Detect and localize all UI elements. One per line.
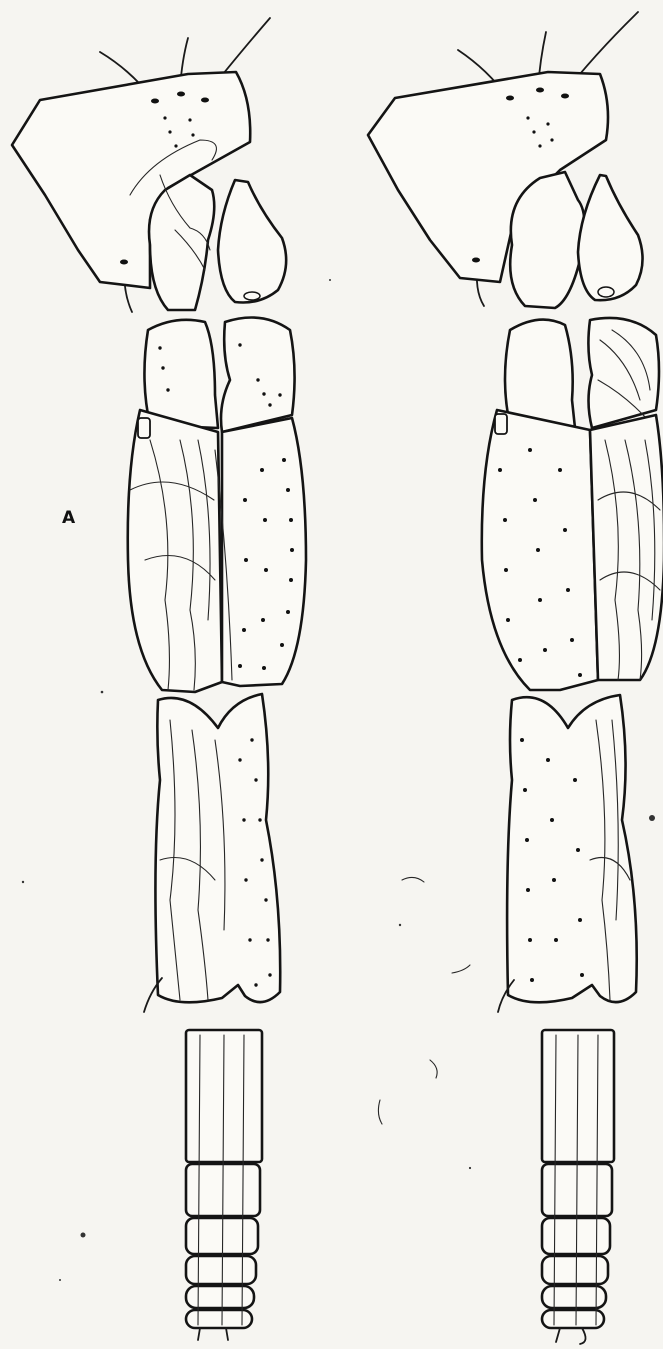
left-basis-lobe bbox=[149, 175, 214, 310]
left-terminal-lobe bbox=[218, 180, 286, 303]
right-upper-article bbox=[505, 320, 575, 428]
left-appendage bbox=[12, 18, 306, 1340]
left-upper-article-right bbox=[221, 318, 295, 433]
right-appendage bbox=[368, 12, 663, 1344]
left-upper-article bbox=[144, 320, 218, 428]
left-flagellum bbox=[186, 1030, 262, 1340]
right-terminal-lobe bbox=[578, 175, 643, 300]
left-carpus-article bbox=[128, 410, 222, 692]
left-carpus-article-right bbox=[222, 418, 306, 686]
right-propodus-article bbox=[507, 695, 637, 1002]
right-flagellum bbox=[542, 1030, 614, 1344]
left-coxal-plate bbox=[12, 72, 250, 288]
right-carpus-article-right bbox=[590, 415, 663, 680]
right-upper-article-right bbox=[588, 318, 659, 428]
